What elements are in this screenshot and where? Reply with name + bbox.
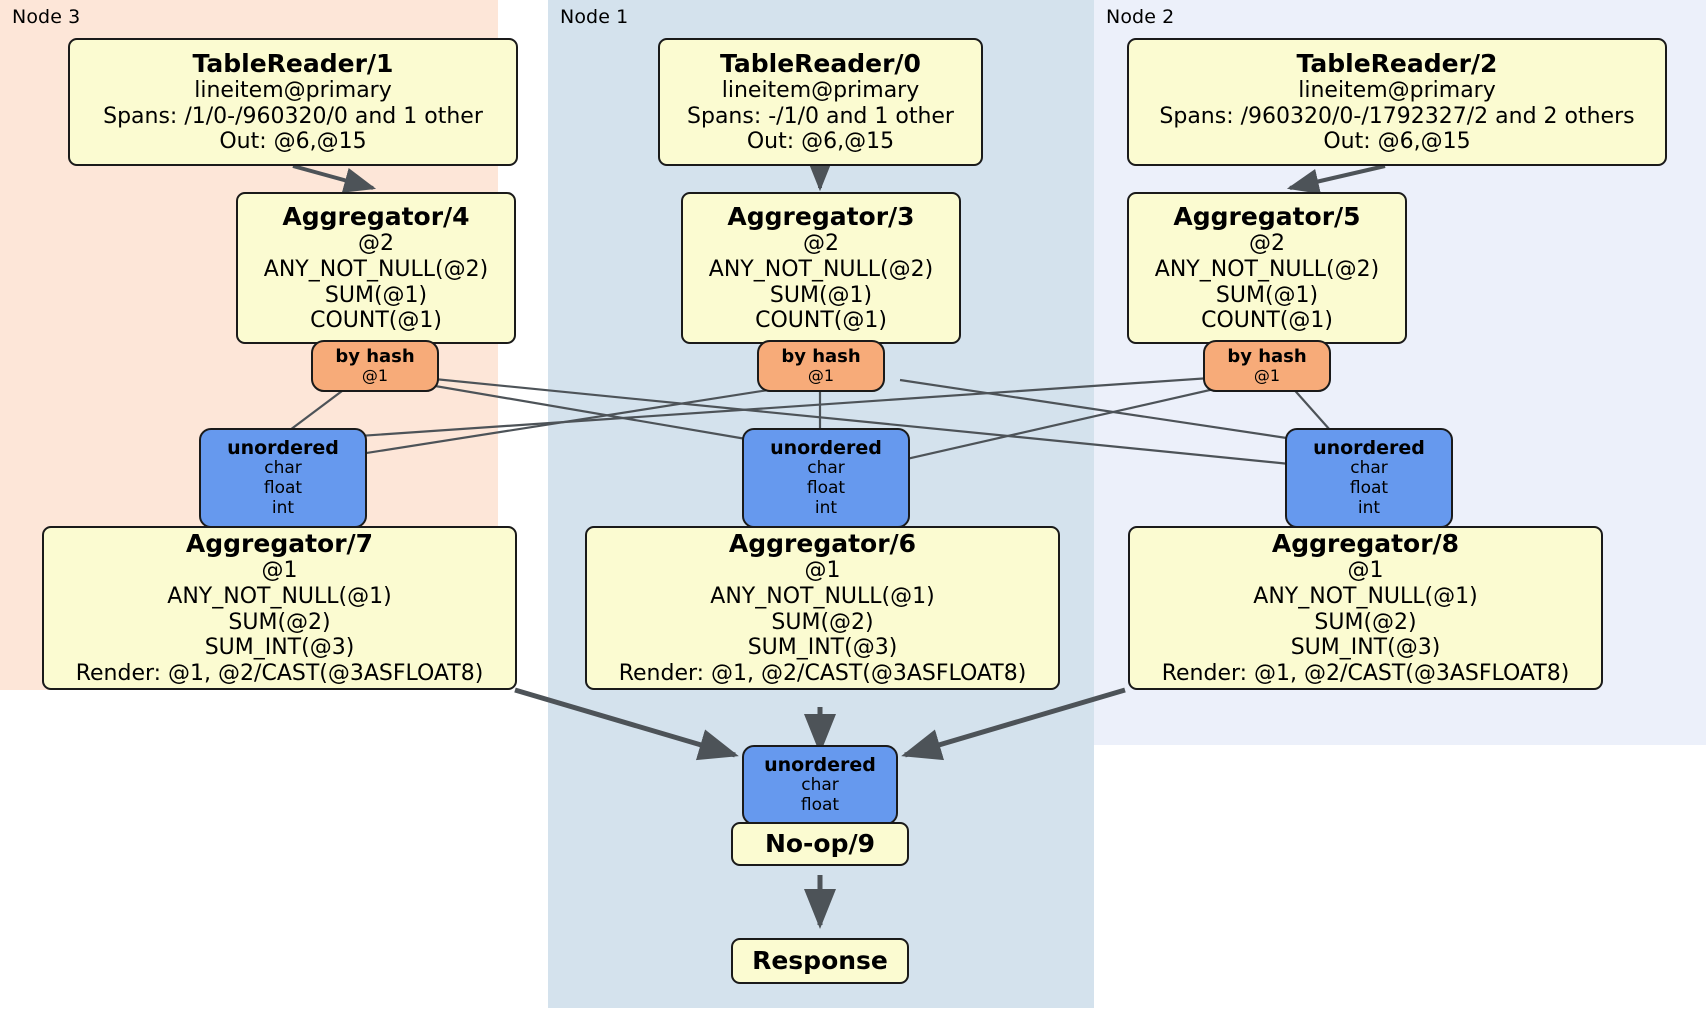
node-line: float	[800, 795, 840, 816]
node-line: SUM(@1)	[324, 282, 428, 308]
node-title: Aggregator/6	[728, 529, 917, 559]
node-unordered-mid[interactable]: unordered char float int	[742, 428, 910, 528]
node-unordered-final[interactable]: unordered char float	[742, 745, 898, 825]
node-line: float	[263, 478, 303, 499]
node-title: TableReader/2	[1296, 48, 1498, 78]
node-title: Aggregator/4	[282, 201, 470, 231]
node-line: Out: @6,@15	[219, 129, 367, 155]
node-line: COUNT(@1)	[310, 308, 442, 334]
node-tablereader2[interactable]: TableReader/2 lineitem@primary Spans: /9…	[1127, 38, 1667, 166]
node-line: SUM_INT(@3)	[204, 635, 355, 661]
node-line: SUM_INT(@3)	[747, 635, 898, 661]
node-line: Spans: /960320/0-/1792327/2 and 2 others	[1159, 103, 1635, 129]
node-title: TableReader/0	[720, 48, 921, 78]
node-line: ANY_NOT_NULL(@1)	[167, 584, 392, 610]
node-title: by hash	[1227, 346, 1307, 368]
node-line: SUM(@1)	[1215, 282, 1319, 308]
node-title: by hash	[781, 346, 861, 368]
node-title: unordered	[764, 754, 876, 777]
node-title: Aggregator/3	[727, 201, 915, 231]
node-aggregator7[interactable]: Aggregator/7 @1 ANY_NOT_NULL(@1) SUM(@2)…	[42, 526, 517, 690]
node-line: SUM_INT(@3)	[1290, 635, 1441, 661]
node-aggregator6[interactable]: Aggregator/6 @1 ANY_NOT_NULL(@1) SUM(@2)…	[585, 526, 1060, 690]
node-aggregator3[interactable]: Aggregator/3 @2 ANY_NOT_NULL(@2) SUM(@1)…	[681, 192, 961, 344]
node-line: SUM(@2)	[1314, 609, 1417, 635]
node-line: COUNT(@1)	[1201, 308, 1333, 334]
node-line: COUNT(@1)	[755, 308, 887, 334]
node-line: Render: @1, @2/CAST(@3ASFLOAT8)	[1161, 661, 1570, 687]
node-byhash-right[interactable]: by hash @1	[1203, 340, 1331, 392]
node-line: ANY_NOT_NULL(@2)	[263, 256, 489, 282]
node-line: @2	[803, 231, 839, 257]
node-line: char	[807, 458, 845, 479]
node-unordered-right[interactable]: unordered char float int	[1285, 428, 1453, 528]
node-line: Render: @1, @2/CAST(@3ASFLOAT8)	[75, 661, 484, 687]
node-title: Aggregator/7	[185, 529, 374, 559]
node-tablereader1[interactable]: TableReader/1 lineitem@primary Spans: /1…	[68, 38, 518, 166]
node-panel-label-node3: Node 3	[12, 6, 81, 28]
node-noop9[interactable]: No-op/9	[731, 822, 909, 866]
node-byhash-mid[interactable]: by hash @1	[757, 340, 885, 392]
node-title: unordered	[770, 437, 882, 460]
node-line: @1	[804, 558, 841, 584]
node-unordered-left[interactable]: unordered char float int	[199, 428, 367, 528]
node-title: unordered	[1313, 437, 1425, 460]
node-title: by hash	[335, 346, 415, 368]
node-aggregator8[interactable]: Aggregator/8 @1 ANY_NOT_NULL(@1) SUM(@2)…	[1128, 526, 1603, 690]
node-line: @1	[361, 366, 389, 386]
node-line: int	[814, 498, 838, 519]
node-line: lineitem@primary	[194, 78, 392, 104]
node-title: No-op/9	[764, 829, 876, 859]
node-line: @1	[261, 558, 298, 584]
node-line: Out: @6,@15	[746, 129, 895, 155]
node-title: unordered	[227, 437, 339, 460]
node-title: Aggregator/8	[1271, 529, 1460, 559]
node-response[interactable]: Response	[731, 938, 909, 984]
node-line: int	[1357, 498, 1381, 519]
node-panel-label-node2: Node 2	[1106, 6, 1175, 28]
node-line: @1	[1253, 366, 1281, 386]
node-line: @1	[807, 366, 835, 386]
node-line: char	[801, 775, 839, 796]
node-tablereader0[interactable]: TableReader/0 lineitem@primary Spans: -/…	[658, 38, 983, 166]
node-line: Render: @1, @2/CAST(@3ASFLOAT8)	[618, 661, 1027, 687]
node-line: Spans: -/1/0 and 1 other	[687, 103, 954, 129]
node-line: SUM(@2)	[228, 609, 331, 635]
node-line: @2	[358, 231, 394, 257]
node-line: int	[271, 498, 295, 519]
node-line: Out: @6,@15	[1323, 129, 1471, 155]
node-byhash-left[interactable]: by hash @1	[311, 340, 439, 392]
node-line: char	[264, 458, 302, 479]
node-title: Response	[752, 946, 888, 976]
node-line: lineitem@primary	[721, 78, 920, 104]
node-line: lineitem@primary	[1298, 78, 1496, 104]
node-line: SUM(@1)	[769, 282, 873, 308]
node-title: TableReader/1	[192, 48, 394, 78]
node-line: SUM(@2)	[771, 609, 874, 635]
node-line: float	[806, 478, 846, 499]
node-line: ANY_NOT_NULL(@2)	[708, 256, 934, 282]
node-line: @2	[1249, 231, 1285, 257]
node-panel-label-node1: Node 1	[560, 6, 629, 28]
node-line: char	[1350, 458, 1388, 479]
node-line: Spans: /1/0-/960320/0 and 1 other	[103, 103, 483, 129]
node-line: ANY_NOT_NULL(@2)	[1154, 256, 1380, 282]
node-aggregator5[interactable]: Aggregator/5 @2 ANY_NOT_NULL(@2) SUM(@1)…	[1127, 192, 1407, 344]
node-line: ANY_NOT_NULL(@1)	[1253, 584, 1478, 610]
node-aggregator4[interactable]: Aggregator/4 @2 ANY_NOT_NULL(@2) SUM(@1)…	[236, 192, 516, 344]
node-line: ANY_NOT_NULL(@1)	[710, 584, 935, 610]
node-title: Aggregator/5	[1173, 201, 1361, 231]
node-line: @1	[1347, 558, 1384, 584]
node-line: float	[1349, 478, 1389, 499]
